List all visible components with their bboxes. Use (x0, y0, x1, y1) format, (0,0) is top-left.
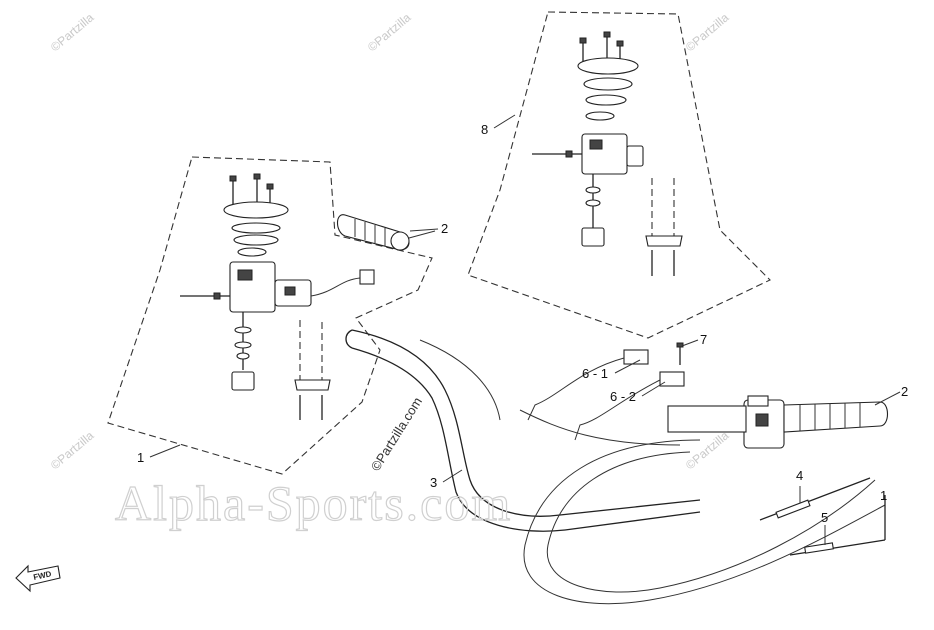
callout-6-1: 6 - 1 (582, 366, 608, 381)
credit-text: ©Partzilla.com (368, 394, 425, 473)
watermark-top-center: ©Partzilla (365, 10, 414, 54)
callout-2-right: 2 (901, 384, 908, 399)
watermark-top-right: ©Partzilla (683, 10, 732, 54)
forward-label: FWD (33, 569, 53, 582)
callout-3: 3 (430, 475, 437, 490)
callout-6-2: 6 - 2 (610, 389, 636, 404)
callout-1-right: 1 (880, 488, 887, 503)
watermark-bottom-right: ©Partzilla (683, 428, 732, 472)
watermark-bottom-left: ©Partzilla (48, 428, 97, 472)
callout-1: 1 (137, 450, 144, 465)
callout-2-left: 2 (441, 221, 448, 236)
callout-labels: 1 2 3 4 5 1 6 - 1 6 - 2 7 8 2 (137, 122, 908, 525)
right-switch-group-outline (467, 11, 771, 339)
handlebar (345, 329, 886, 605)
right-switch-assembly (532, 31, 683, 276)
watermark-top-left: ©Partzilla (48, 10, 97, 54)
throttle-cables (759, 477, 886, 556)
forward-arrow: FWD (15, 564, 61, 593)
leader-lines (149, 114, 901, 545)
connector-6-2 (659, 371, 685, 387)
left-switch-assembly (180, 173, 375, 420)
callout-8: 8 (481, 122, 488, 137)
watermark-center: Alpha-Sports.com (115, 475, 512, 531)
right-grip-throttle (667, 395, 889, 449)
wiring-connectors (527, 342, 685, 441)
connector-6-1 (623, 349, 649, 365)
callout-5: 5 (821, 510, 828, 525)
left-grip (336, 214, 436, 251)
callout-7: 7 (700, 332, 707, 347)
callout-4: 4 (796, 468, 803, 483)
